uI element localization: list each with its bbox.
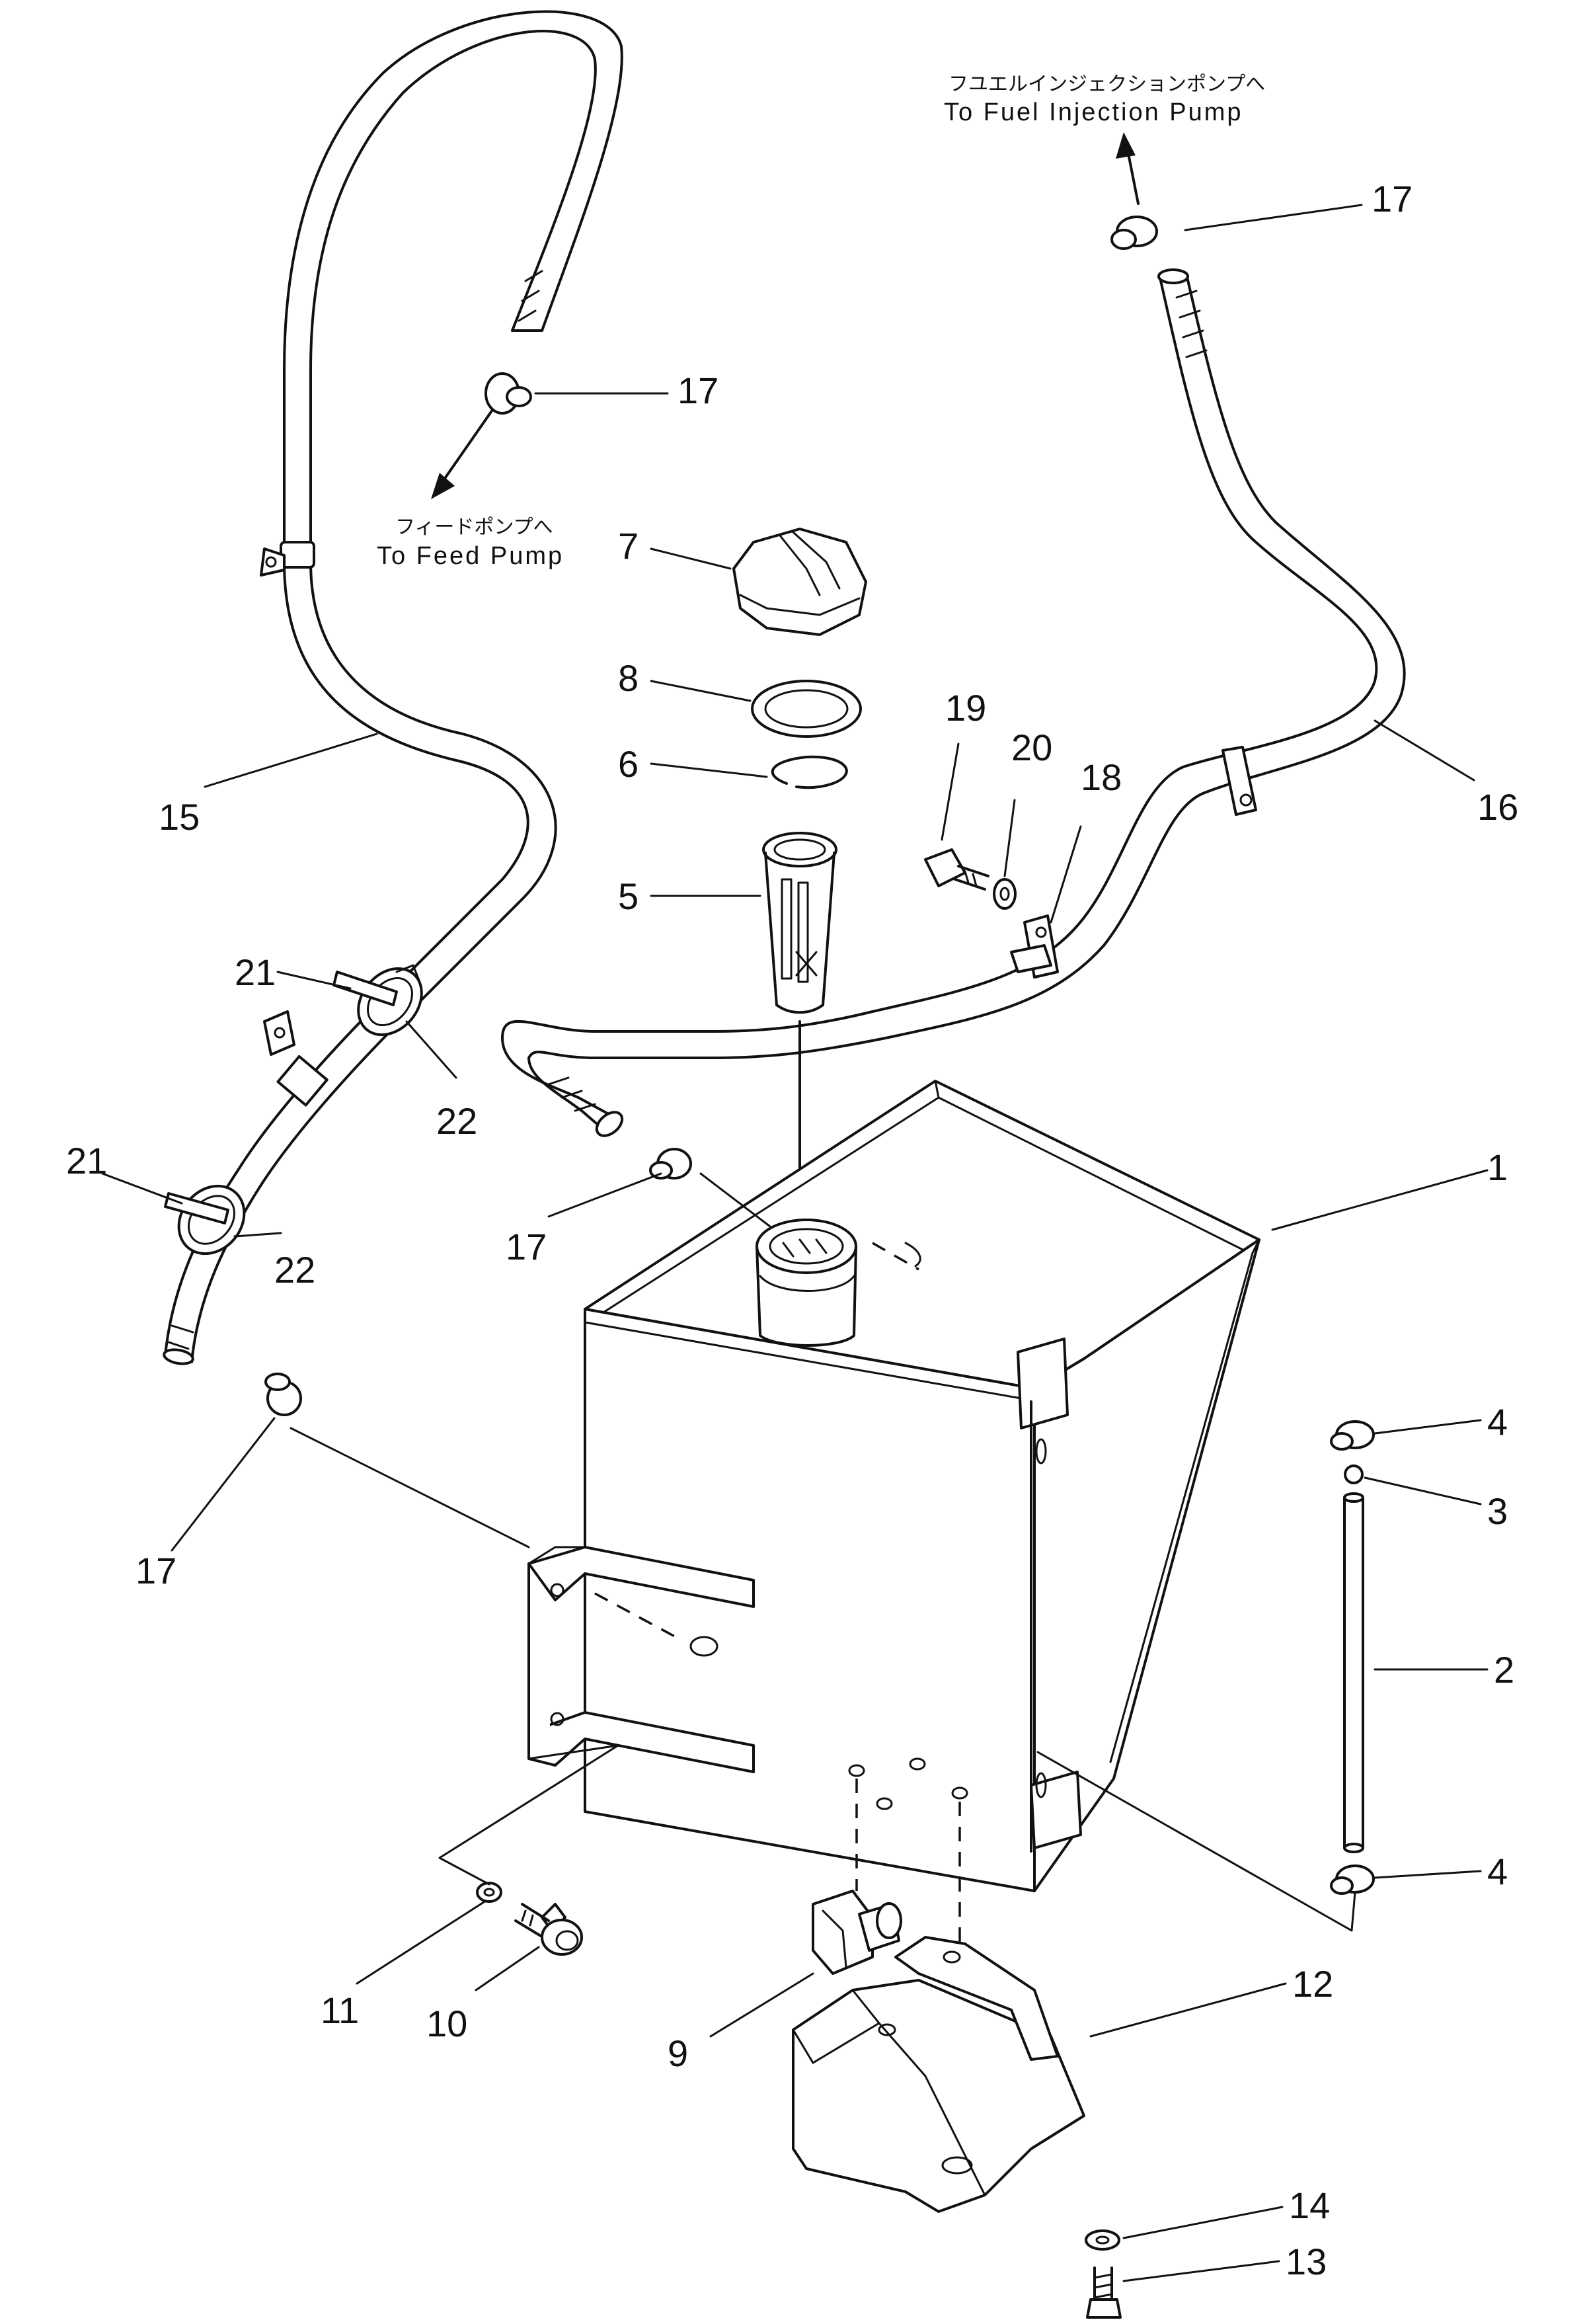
callout-5: 5 — [618, 875, 639, 917]
callout-15: 15 — [159, 796, 200, 838]
hose-16 — [501, 268, 1406, 1137]
hose-connector — [263, 1010, 329, 1107]
callout-6: 6 — [618, 743, 639, 785]
callout-17: 17 — [1372, 178, 1413, 220]
hose-15-clip — [260, 541, 315, 577]
ring-3 — [1344, 1464, 1364, 1484]
clamp-17-lower-left — [264, 1373, 302, 1416]
callout-11: 11 — [321, 1989, 359, 2031]
clamp-4-lower — [1330, 1864, 1375, 1895]
callout-4: 4 — [1487, 1401, 1508, 1443]
clamp-17-center — [649, 1148, 692, 1180]
bolt-19 — [924, 848, 989, 891]
callout-18: 18 — [1081, 756, 1122, 798]
callout-4: 4 — [1487, 1851, 1508, 1892]
strainer-5 — [762, 832, 837, 1244]
washer-14 — [1085, 2229, 1120, 2251]
gauge-tube-2 — [1343, 1492, 1364, 1853]
caption-injection-en: To Fuel Injection Pump — [944, 99, 1243, 126]
bolt-13 — [1086, 2266, 1122, 2319]
callout-10: 10 — [426, 2003, 467, 2044]
callout-22: 22 — [274, 1249, 315, 1291]
callout-17: 17 — [136, 1550, 176, 1591]
caption-feed-jp: フィードポンプへ — [395, 516, 553, 538]
caption-injection-pump: フユエルインジェクションポンプへ To Fuel Injection Pump — [944, 73, 1265, 126]
snap-ring-6 — [771, 755, 848, 789]
washer-11 — [476, 1882, 502, 1903]
callout-2: 2 — [1494, 1649, 1514, 1691]
arrow-to-feed-pump — [431, 409, 494, 499]
callout-8: 8 — [618, 657, 639, 699]
callout-numbers: 17 17 7 8 6 5 19 20 18 15 16 21 22 21 22… — [66, 178, 1518, 2282]
callout-1: 1 — [1487, 1146, 1508, 1188]
fuel-tank-1 — [527, 1080, 1260, 1990]
callout-9: 9 — [668, 2032, 688, 2074]
clamp-4-upper — [1330, 1420, 1375, 1451]
arrow-to-injection-pump — [1116, 132, 1140, 205]
callout-13: 13 — [1286, 2241, 1327, 2282]
callout-14: 14 — [1289, 2184, 1330, 2226]
callout-7: 7 — [618, 525, 639, 567]
hose-15 — [163, 10, 623, 1365]
guard-12 — [792, 1936, 1085, 2213]
callout-17: 17 — [678, 370, 718, 411]
callout-21: 21 — [66, 1140, 107, 1182]
callout-21: 21 — [235, 951, 276, 993]
clamp-21-lower — [164, 1184, 246, 1256]
filler-cap-7 — [732, 528, 867, 636]
gasket-8 — [751, 680, 862, 738]
callout-20: 20 — [1011, 727, 1052, 768]
callout-16: 16 — [1477, 786, 1518, 828]
clamp-17-top-right — [1110, 216, 1158, 250]
clamp-21-upper — [332, 964, 423, 1037]
bolt-10 — [514, 1903, 583, 1956]
callout-17: 17 — [506, 1226, 547, 1267]
callout-22: 22 — [436, 1100, 477, 1142]
leader-lines — [101, 204, 1489, 2282]
washer-20 — [993, 878, 1017, 910]
clamp-17-upper-left — [484, 372, 532, 415]
callout-3: 3 — [1487, 1490, 1508, 1532]
callout-19: 19 — [945, 687, 986, 729]
hose-16-clip — [1221, 746, 1257, 816]
drain-valve-9 — [812, 1890, 902, 1975]
caption-feed-pump: フィードポンプへ To Feed Pump — [377, 516, 564, 570]
clip-18 — [1010, 914, 1059, 979]
caption-feed-en: To Feed Pump — [377, 542, 564, 570]
callout-12: 12 — [1292, 1963, 1333, 2005]
caption-injection-jp: フユエルインジェクションポンプへ — [949, 73, 1265, 95]
